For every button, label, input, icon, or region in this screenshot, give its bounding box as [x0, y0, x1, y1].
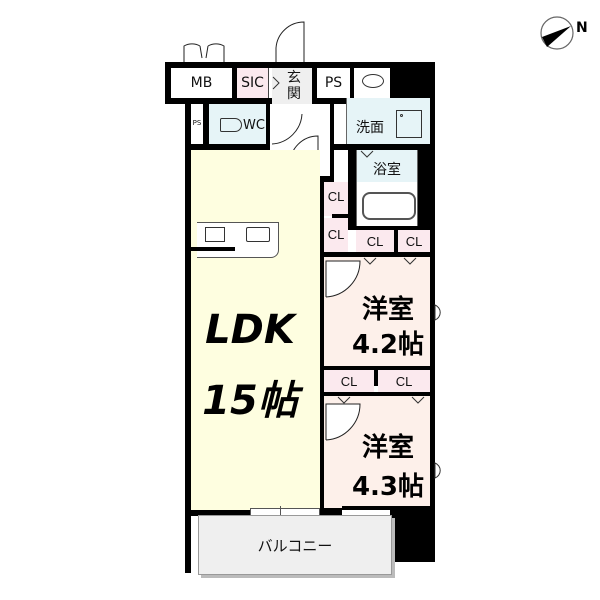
label-cl: CL: [366, 233, 384, 249]
room-mb: [171, 68, 232, 98]
svg-text:N: N: [576, 20, 588, 36]
washing-machine-icon: [362, 74, 384, 88]
balcony: [198, 515, 392, 575]
closet-lower-right: [378, 370, 430, 392]
label-bedroom-1: 洋室: [361, 294, 414, 325]
label-ps: PS: [324, 75, 343, 91]
room-sic: [237, 68, 268, 98]
label-cl: CL: [395, 373, 413, 389]
label-cl: CL: [405, 233, 423, 249]
label-washroom: 洗面: [356, 120, 384, 136]
label-ps-small: PS: [192, 119, 202, 127]
label-bedroom-1-size: 4.2帖: [351, 329, 425, 360]
label-cl: CL: [340, 373, 358, 389]
room-washroom-floor: [346, 98, 390, 146]
room-genkan: [272, 68, 312, 104]
closet-left-bottom: [324, 218, 348, 252]
label-cl: CL: [327, 226, 345, 242]
label-balcony: バルコニー: [257, 536, 333, 555]
room-ldk: [191, 150, 320, 512]
window-marker-icon: [434, 304, 441, 321]
mb-double-door-icon: [183, 43, 225, 64]
label-sic: SIC: [241, 75, 264, 91]
room-ps-small: [191, 104, 203, 144]
bathtub-icon: [362, 192, 416, 220]
label-ldk-size: 15帖: [202, 378, 298, 424]
closet-mid-right: [398, 230, 430, 252]
north-arrow-icon: N: [540, 16, 588, 50]
toilet-icon: [220, 118, 242, 132]
label-wc: WC: [243, 117, 265, 133]
compass: N: [538, 12, 588, 52]
window-marker-icon: [434, 462, 441, 479]
door-swing-icon: [325, 396, 425, 441]
label-bathroom: 浴室: [373, 162, 401, 178]
label-bedroom-2-size: 4.3帖: [351, 471, 425, 502]
entry-door-icon: [275, 21, 305, 66]
label-genkan-top: 玄: [287, 69, 301, 86]
door-swing-icon: [325, 257, 417, 298]
door-marker-icon: [360, 150, 374, 158]
label-mb: MB: [190, 75, 213, 91]
closet-left-top: [324, 182, 348, 216]
closet-mid-left: [356, 230, 394, 252]
kitchen-sink-icon: [246, 227, 270, 242]
kitchen-counter: [197, 222, 279, 258]
stove-icon: [205, 227, 225, 242]
label-ldk: LDK: [205, 307, 295, 353]
label-bedroom-2: 洋室: [361, 432, 414, 463]
label-cl: CL: [327, 188, 345, 204]
label-genkan-bottom: 関: [287, 85, 301, 102]
sink-icon: [396, 110, 422, 138]
door-marker-icon: [272, 76, 280, 90]
closet-lower-left: [324, 370, 374, 392]
room-ps: [317, 68, 350, 98]
